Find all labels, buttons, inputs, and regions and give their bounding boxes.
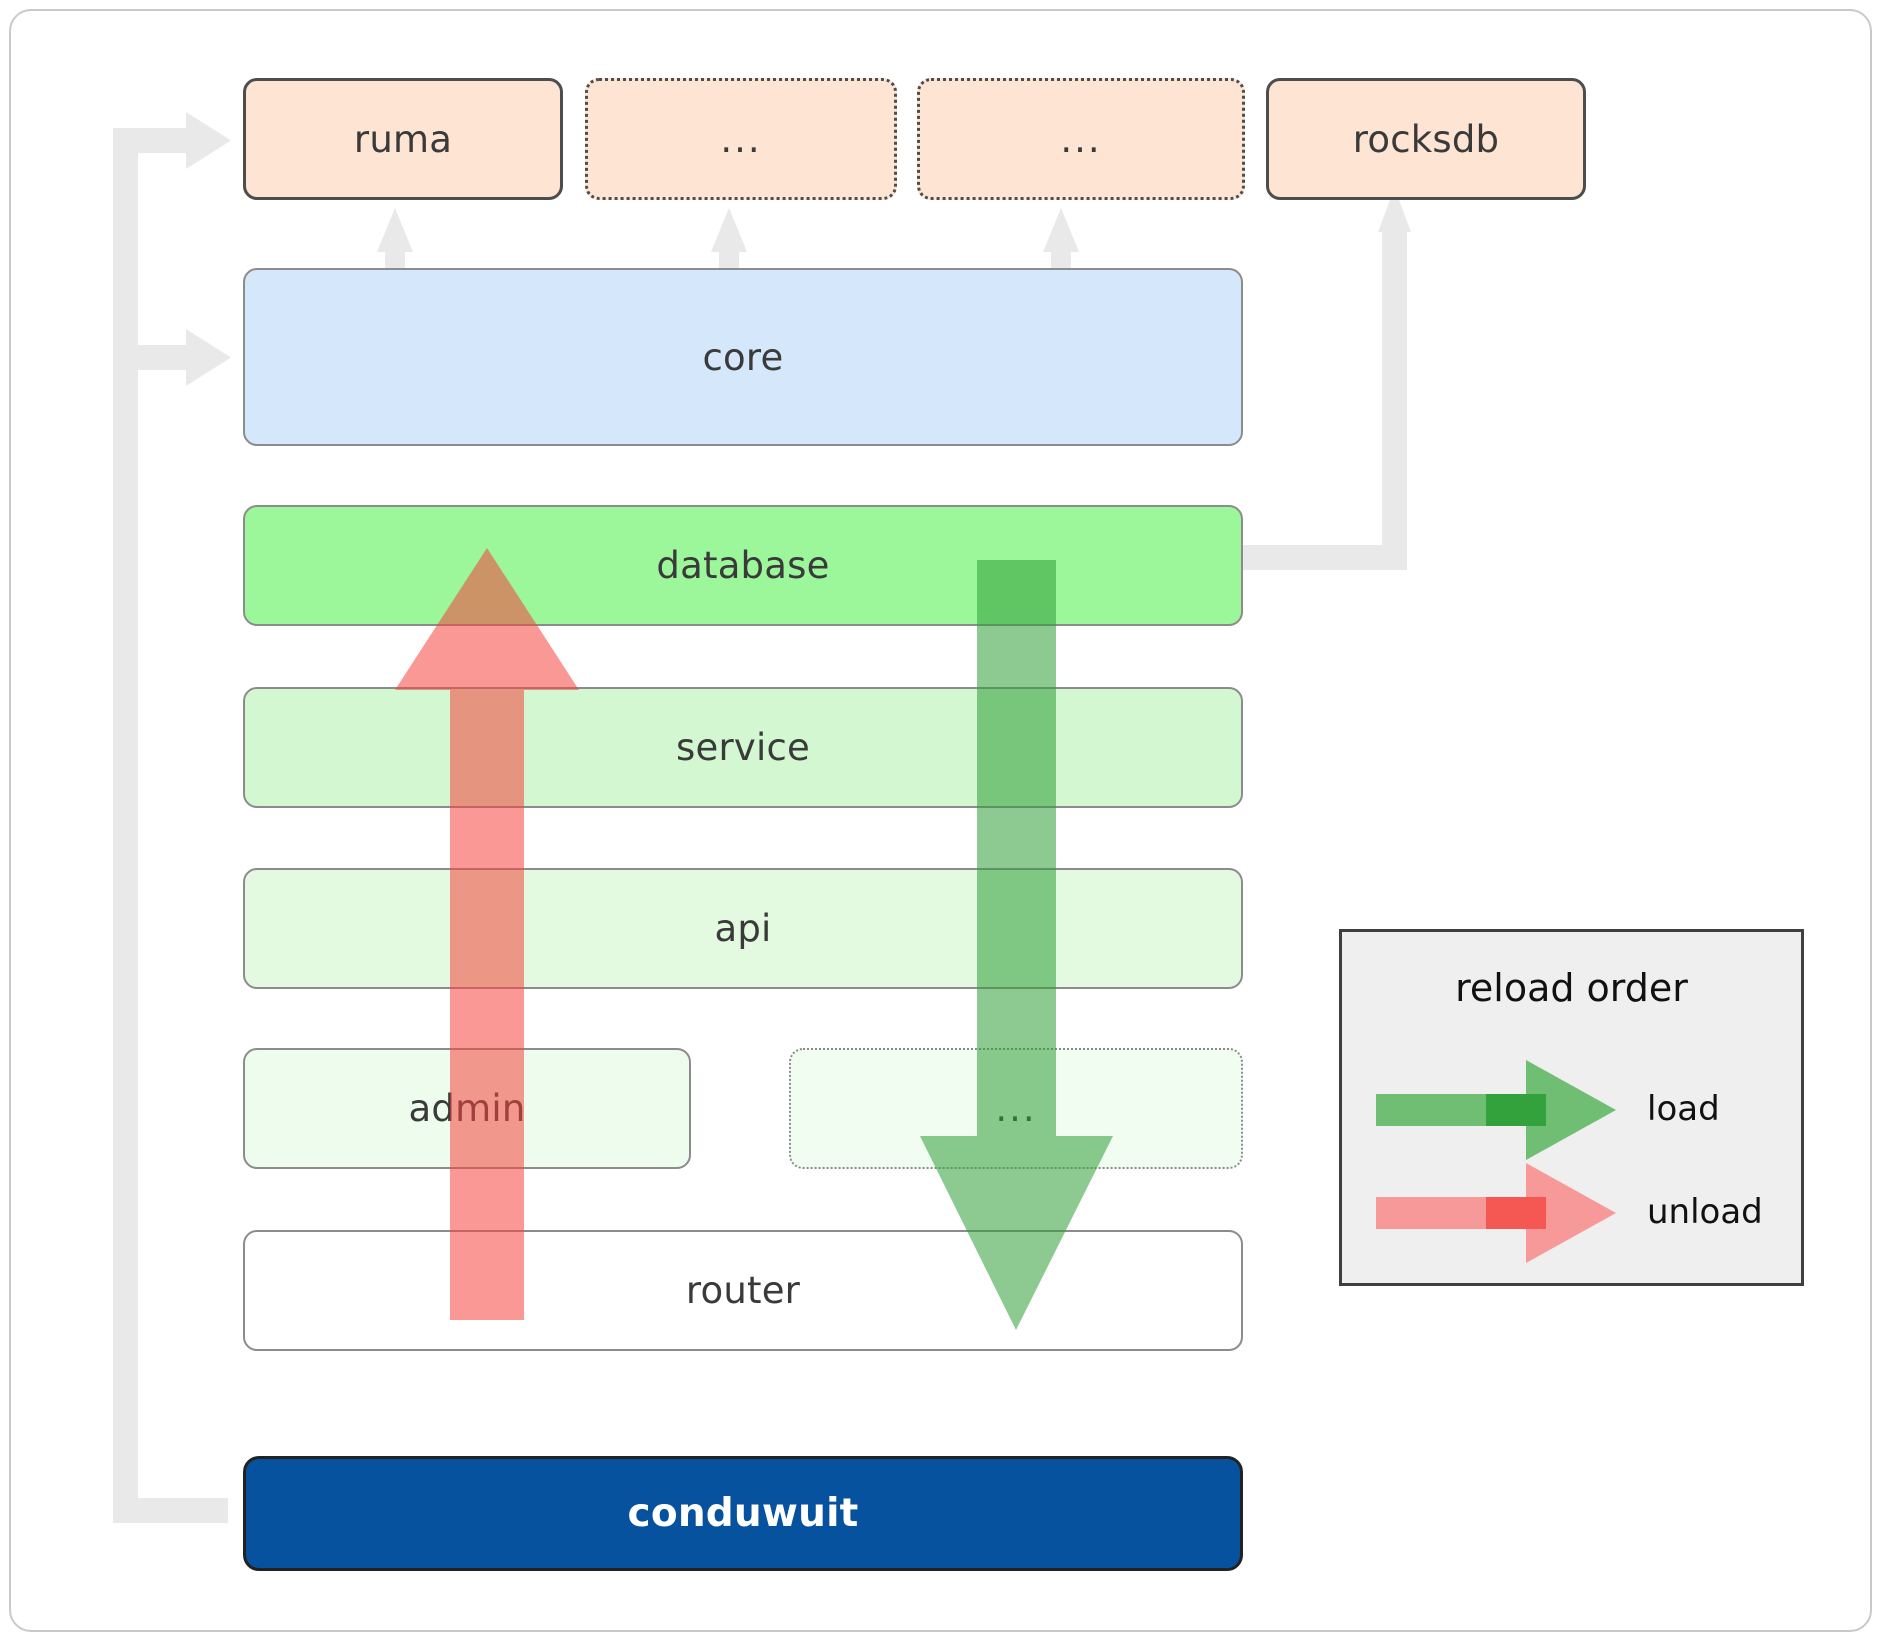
layer-box-core[interactable]: core [243, 268, 1243, 446]
layer-box-service[interactable]: service [243, 687, 1243, 808]
layer-label: ... [995, 1087, 1037, 1130]
dependency-label: ... [720, 117, 762, 161]
layer-box-admin[interactable]: admin [243, 1048, 691, 1169]
legend-load-label: load [1647, 1089, 1720, 1129]
legend-title: reload order [1455, 966, 1688, 1010]
legend-unload-arrow-icon [1376, 1163, 1616, 1263]
layer-box-placeholder[interactable]: ... [789, 1048, 1243, 1169]
layer-box-api[interactable]: api [243, 868, 1243, 989]
legend-panel: reload order load unload [1339, 929, 1804, 1286]
legend-load-arrow-icon [1376, 1060, 1616, 1160]
dependency-label: ... [1060, 117, 1102, 161]
layer-box-database[interactable]: database [243, 505, 1243, 626]
layer-label: admin [408, 1087, 526, 1130]
layer-label: core [702, 335, 784, 379]
layer-label: database [656, 544, 830, 587]
dependency-label: ruma [353, 117, 453, 161]
dependency-label: rocksdb [1352, 117, 1500, 161]
dependency-box-placeholder-1[interactable]: ... [585, 78, 897, 200]
binary-label: conduwuit [627, 1491, 859, 1536]
layer-label: router [685, 1269, 801, 1312]
binary-box-conduwuit[interactable]: conduwuit [243, 1456, 1243, 1571]
layer-box-router[interactable]: router [243, 1230, 1243, 1351]
dependency-box-placeholder-2[interactable]: ... [917, 78, 1245, 200]
layer-label: service [676, 726, 810, 769]
dependency-box-rocksdb[interactable]: rocksdb [1266, 78, 1586, 200]
dependency-box-ruma[interactable]: ruma [243, 78, 563, 200]
layer-label: api [714, 907, 772, 950]
diagram-frame [9, 9, 1872, 1632]
legend-unload-label: unload [1647, 1192, 1763, 1232]
